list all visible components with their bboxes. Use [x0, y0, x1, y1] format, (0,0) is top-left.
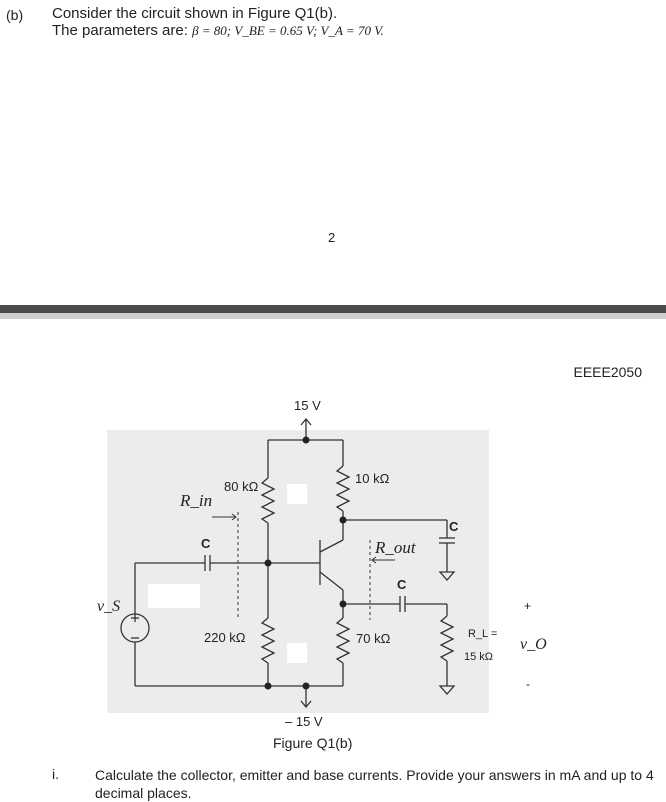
resistor-70k-label: 70 kΩ	[356, 631, 391, 646]
capacitor-emitter-label: C	[397, 577, 407, 592]
subquestion-number: i.	[52, 766, 59, 782]
resistor-220k-label: 220 kΩ	[204, 630, 246, 645]
parameters-equation: β = 80; V_BE = 0.65 V; V_A = 70 V.	[192, 23, 384, 38]
output-plus: +	[524, 599, 531, 613]
page-divider	[0, 305, 666, 313]
rin-label: R_in	[179, 491, 212, 510]
vo-label: v_O	[520, 636, 547, 653]
load-resistor-label: R_L =	[468, 628, 497, 640]
page-number: 2	[328, 230, 336, 245]
resistor-80k-label: 80 kΩ	[224, 479, 259, 494]
parameters-prefix: The parameters are:	[52, 22, 193, 39]
subquestion-text: Calculate the collector, emitter and bas…	[95, 767, 654, 801]
course-code: EEEE2050	[573, 364, 643, 380]
rout-label: R_out	[374, 538, 417, 557]
figure-caption: Figure Q1(b)	[273, 735, 352, 751]
capacitor-collector-label: C	[449, 519, 459, 534]
resistor-10k-label: 10 kΩ	[355, 471, 390, 486]
supply-top-label: 15 V	[294, 398, 321, 413]
supply-bottom-label: – 15 V	[285, 714, 323, 729]
output-minus: -	[526, 677, 530, 691]
part-label: (b)	[6, 7, 24, 23]
vs-label: v_S	[97, 598, 120, 615]
question-intro: Consider the circuit shown in Figure Q1(…	[52, 5, 338, 22]
load-resistor-value: 15 kΩ	[464, 651, 493, 663]
question-parameters: The parameters are: β = 80; V_BE = 0.65 …	[52, 22, 384, 39]
page-divider-shadow	[0, 313, 666, 319]
circuit-background	[107, 430, 489, 713]
capacitor-input-label: C	[201, 536, 211, 551]
